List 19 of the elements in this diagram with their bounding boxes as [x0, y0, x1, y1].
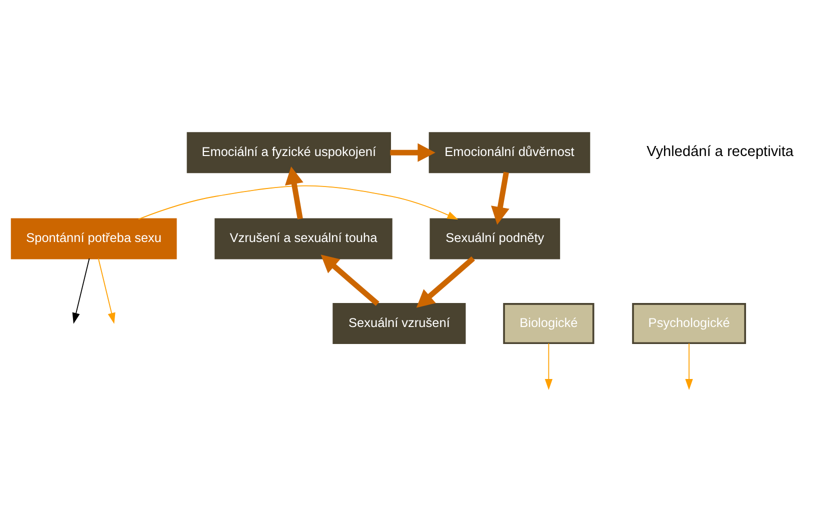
arrow	[685, 342, 693, 390]
arrow	[284, 166, 304, 220]
node-box: Sexuální podněty	[430, 218, 560, 260]
arrow	[544, 342, 553, 390]
node-box: Spontánní potřeba sexu	[10, 218, 177, 260]
node-box: Sexuální vzrušení	[332, 303, 466, 344]
arrow	[320, 254, 380, 306]
arrow	[138, 185, 458, 220]
node-box: Vzrušení a sexuální touha	[214, 218, 392, 260]
node-box: Emocionální důvěrnost	[428, 132, 590, 174]
arrow	[72, 258, 90, 324]
arrow	[491, 172, 510, 225]
arrow	[416, 256, 475, 308]
arrow	[390, 143, 436, 162]
node-box: Biologické	[503, 303, 594, 344]
label: Vyhledání a receptivita	[646, 144, 794, 160]
node-box: Emociální a fyzické uspokojení	[186, 132, 391, 174]
arrow	[98, 258, 116, 324]
node-box: Psychologické	[632, 303, 746, 344]
